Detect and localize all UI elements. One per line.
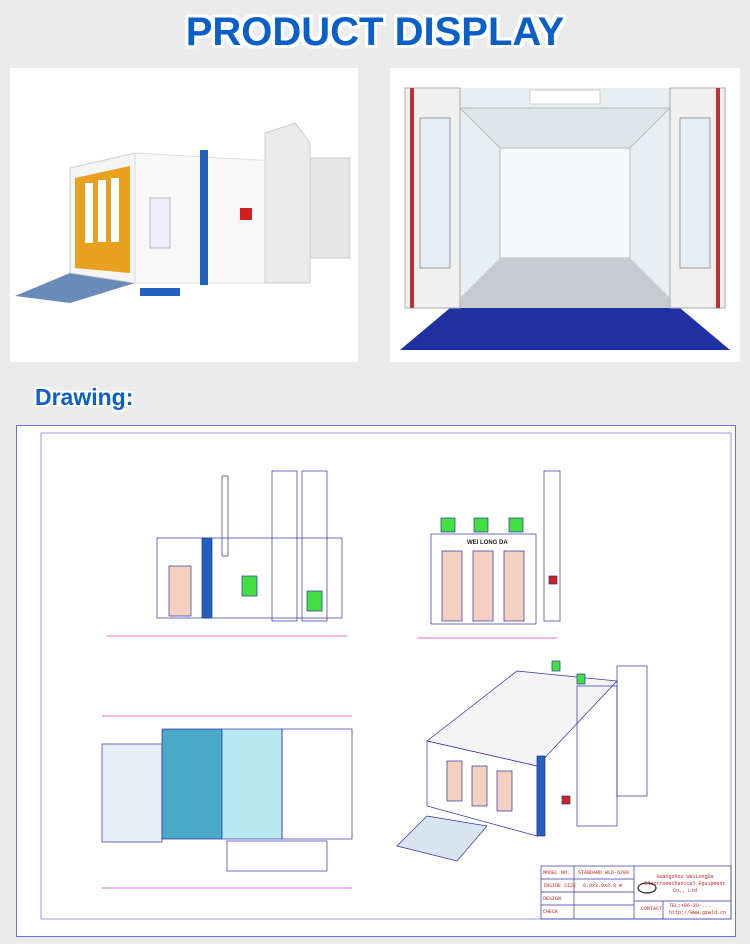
- model-no-label: MODEL NO.: [543, 870, 571, 876]
- company-name: Guangzhou WeiLongDa Electromechanical Eq…: [644, 874, 726, 894]
- title-block: MODEL NO. STANDARD WLD-6200 INSIDE SIZE …: [541, 866, 731, 918]
- booth-exterior-photo: [10, 68, 358, 362]
- drawing-heading: Drawing:: [35, 384, 134, 410]
- page-title: PRODUCT DISPLAY: [185, 10, 565, 54]
- technical-drawing: WEI LONG DA MODEL NO. STANDARD WLD-6200 …: [16, 425, 736, 937]
- plan-view: [101, 715, 353, 889]
- front-elevation: [417, 470, 561, 639]
- model-no: STANDARD WLD-6200: [578, 870, 630, 876]
- check-label: CHECK: [543, 909, 559, 915]
- contact-tel: TEL:+86-20-...: [669, 903, 712, 909]
- booth-sign: WEI LONG DA: [467, 540, 508, 546]
- inside-size: 6.9x3.9x2.8 m: [583, 883, 623, 889]
- design-label: DESIGN: [543, 896, 562, 902]
- contact-label: CONTACT: [641, 906, 663, 912]
- booth-interior-photo: [390, 68, 740, 362]
- side-elevation: [107, 470, 347, 637]
- inside-size-label: INSIDE SIZE: [543, 883, 577, 889]
- isometric-view: [396, 660, 648, 862]
- contact-web: http://www.gzwld.cn: [669, 910, 727, 916]
